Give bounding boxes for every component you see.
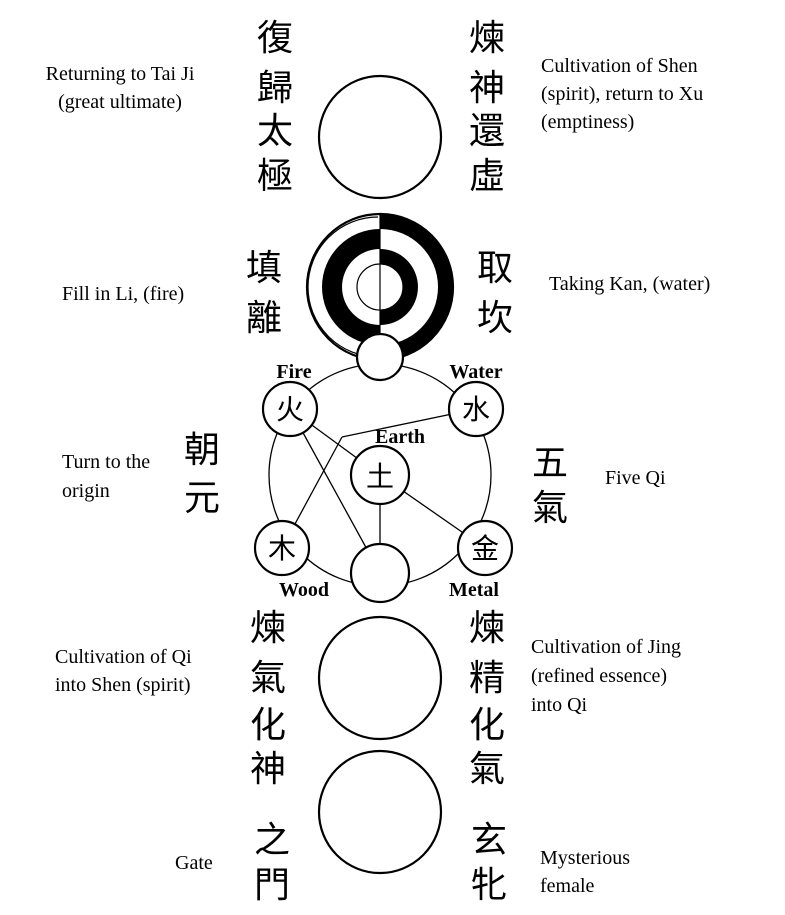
shen-xu-label-line-3: (emptiness) [541,111,634,133]
origin-chinese-2: 元 [184,478,220,519]
shen-xu-label-line-2: (spirit), return to Xu [541,83,703,105]
earth-name: Earth [375,426,425,448]
tai-ji-label-line-2: (great ultimate) [58,91,182,113]
five-qi-label: Five Qi [605,467,666,489]
female-label-line-2: female [540,875,595,897]
shen-xu-chinese-2: 神 [469,68,505,109]
gate-chinese-1: 之 [254,820,290,861]
section-mysterious-gate: Gate 之 門 玄 牝 Mysterious female [175,749,630,906]
five-qi-chinese-2: 氣 [532,488,568,529]
wood-node [253,519,311,577]
jing-qi-label-line-2: (refined essence) [531,665,667,687]
origin-label-line-1: Turn to the [62,451,150,473]
fire-node [261,380,319,438]
li-label: Fill in Li, (fire) [62,283,184,305]
qi-shen-chinese-2: 氣 [250,658,286,699]
origin-chinese-1: 朝 [184,430,220,471]
female-chinese-2: 牝 [471,865,507,906]
shen-xu-chinese-4: 虛 [469,156,505,197]
shen-xu-label-line-1: Cultivation of Shen [541,55,698,77]
section-kan-li: Fill in Li, (fire) 填 離 取 坎 Taking Kan, (… [62,212,710,362]
qi-circle [317,615,443,741]
jing-qi-chinese-1: 煉 [469,608,505,649]
tai-ji-label-line-1: Returning to Tai Ji [46,63,195,85]
kan-li-symbol [305,212,455,362]
section-qi-jing: Cultivation of Qi into Shen (spirit) 煉 氣… [55,608,681,790]
jing-qi-label-line-3: into Qi [531,694,588,716]
li-chinese-1: 填 [246,248,282,289]
section-tai-ji: Returning to Tai Ji (great ultimate) 復 歸… [46,18,703,200]
tai-ji-chinese-3: 太 [257,111,293,152]
water-name: Water [449,361,502,383]
wood-name: Wood [279,579,329,601]
jing-qi-label-line-1: Cultivation of Jing [531,636,681,658]
kan-chinese-1: 取 [477,248,513,289]
five-qi-bottom-circle [349,542,411,604]
fire-to-bottom-line [289,408,381,574]
gate-chinese-2: 門 [254,865,290,906]
five-qi-top-circle [355,332,405,382]
fire-char: 火 [276,393,304,426]
jing-qi-chinese-2: 精 [469,658,505,699]
female-label-line-1: Mysterious [540,847,630,869]
tai-ji-circle [317,74,443,200]
tai-ji-chinese-2: 歸 [257,68,293,109]
tai-ji-chinese-1: 復 [257,18,293,59]
wood-char: 木 [268,532,296,565]
water-char: 水 [462,393,490,426]
origin-label-line-2: origin [62,480,110,502]
kan-chinese-2: 坎 [477,298,513,339]
earth-char: 土 [366,460,394,493]
qi-shen-chinese-3: 化 [250,705,286,746]
li-chinese-2: 離 [246,298,282,339]
metal-node [456,519,514,577]
jing-qi-chinese-3: 化 [469,705,505,746]
qi-shen-chinese-4: 神 [250,749,286,790]
gate-circle [317,749,443,875]
five-qi-chinese-1: 五 [532,443,568,484]
gate-label: Gate [175,852,213,874]
earth-node [349,444,411,506]
metal-char: 金 [471,532,499,565]
shen-xu-chinese-1: 煉 [469,18,505,59]
metal-name: Metal [449,579,499,601]
section-five-qi: 火 Fire 水 Water 土 Earth 木 Wood 金 Metal Tu… [62,332,666,604]
qi-shen-chinese-1: 煉 [250,608,286,649]
fire-name: Fire [276,361,311,383]
qi-shen-label-line-1: Cultivation of Qi [55,646,192,668]
tai-ji-chinese-4: 極 [257,156,293,197]
jing-qi-chinese-4: 氣 [469,749,505,790]
water-node [447,380,505,438]
female-chinese-1: 玄 [471,820,507,861]
kan-label: Taking Kan, (water) [549,273,710,295]
shen-xu-chinese-3: 還 [469,111,505,152]
qi-shen-label-line-2: into Shen (spirit) [55,674,191,696]
